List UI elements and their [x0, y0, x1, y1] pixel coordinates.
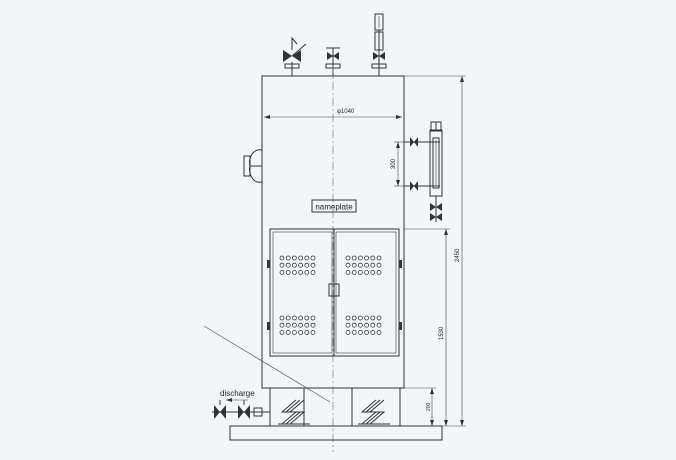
- vent-hole: [351, 269, 357, 275]
- vent-hole: [376, 315, 382, 321]
- water-level-gauge: [404, 121, 443, 222]
- safety-valve: [283, 36, 307, 76]
- vent-hole: [370, 329, 376, 335]
- vent-hole: [298, 262, 304, 268]
- vent-hole: [279, 322, 285, 328]
- vent-hole: [357, 255, 363, 261]
- vent-hole: [291, 269, 297, 275]
- total-height-dimension: 2450: [404, 75, 466, 426]
- vent-hole: [310, 322, 316, 328]
- vent-hole: [345, 269, 351, 275]
- vent-hole: [279, 315, 285, 321]
- vent-hole: [370, 262, 376, 268]
- vent-hole: [345, 315, 351, 321]
- vent-hole: [304, 329, 310, 335]
- vent-hole: [376, 269, 382, 275]
- vent-hole: [364, 315, 370, 321]
- vent-hole: [285, 322, 291, 328]
- leader-line: [203, 325, 331, 403]
- vent-hole: [351, 315, 357, 321]
- vent-hole: [285, 329, 291, 335]
- vent-hole: [279, 255, 285, 261]
- vent-hole: [285, 255, 291, 261]
- vent-hole: [370, 322, 376, 328]
- vent-hole: [364, 322, 370, 328]
- gauge-span-dimension: 300: [391, 141, 410, 187]
- vent-hole: [291, 329, 297, 335]
- vent-hole: [304, 255, 310, 261]
- vent-hole: [357, 329, 363, 335]
- vent-hole: [291, 255, 297, 261]
- discharge-assembly: discharge: [212, 389, 270, 419]
- vent-hole: [345, 322, 351, 328]
- vent-hole: [298, 269, 304, 275]
- vent-hole: [310, 269, 316, 275]
- vent-hole: [345, 262, 351, 268]
- vent-hole: [279, 269, 285, 275]
- vent-hole: [304, 269, 310, 275]
- total-height-label: 2450: [455, 248, 461, 262]
- vent-hole: [364, 269, 370, 275]
- vent-hole: [285, 315, 291, 321]
- vent-hole: [279, 262, 285, 268]
- vent-hole: [310, 329, 316, 335]
- vent-hole: [291, 322, 297, 328]
- vent-hole: [310, 262, 316, 268]
- diameter-label: φ1040: [337, 109, 355, 115]
- vent-hole: [304, 315, 310, 321]
- left-springs: [278, 399, 310, 425]
- vent-hole: [376, 322, 382, 328]
- vent-hole: [351, 262, 357, 268]
- vent-hole: [357, 315, 363, 321]
- vent-hole: [291, 262, 297, 268]
- vent-hole: [298, 255, 304, 261]
- discharge-label: discharge: [220, 389, 255, 398]
- vent-hole: [351, 322, 357, 328]
- vent-hole: [345, 329, 351, 335]
- vent-hole: [285, 262, 291, 268]
- vent-hole: [364, 329, 370, 335]
- vent-hole: [298, 329, 304, 335]
- nameplate: nameplate: [311, 199, 357, 213]
- vent-hole: [364, 255, 370, 261]
- door-height-label: 1530: [439, 326, 445, 340]
- vent-hole: [370, 269, 376, 275]
- vent-hole: [285, 269, 291, 275]
- vent-hole: [351, 329, 357, 335]
- vent-hole: [376, 329, 382, 335]
- vent-hole: [357, 262, 363, 268]
- vent-hole: [364, 262, 370, 268]
- vent-hole: [298, 322, 304, 328]
- vent-hole: [310, 255, 316, 261]
- vent-hole: [357, 269, 363, 275]
- pressure-gauge-assembly: [371, 13, 387, 76]
- right-springs: [358, 399, 390, 425]
- vent-hole: [304, 322, 310, 328]
- manhole-handle: [243, 149, 263, 183]
- door-height-dimension: 1530: [404, 228, 450, 426]
- vent-hole: [351, 255, 357, 261]
- vent-hole: [376, 262, 382, 268]
- vent-hole: [370, 255, 376, 261]
- base-height-dimension: 200: [404, 387, 466, 427]
- base-height-label: 200: [426, 402, 432, 411]
- vent-hole: [370, 315, 376, 321]
- vent-hole: [357, 322, 363, 328]
- diameter-dimension: φ1040: [264, 109, 402, 119]
- vent-hole: [291, 315, 297, 321]
- vent-hole: [304, 262, 310, 268]
- vent-hole: [298, 315, 304, 321]
- gauge-span-label: 300: [391, 158, 397, 169]
- vent-hole: [310, 315, 316, 321]
- boiler-base: [229, 387, 443, 441]
- nameplate-label: nameplate: [315, 203, 353, 212]
- door-vents: [279, 255, 382, 335]
- vent-hole: [376, 255, 382, 261]
- vent-hole: [279, 329, 285, 335]
- cabinet-doors: [267, 228, 402, 357]
- vent-hole: [345, 255, 351, 261]
